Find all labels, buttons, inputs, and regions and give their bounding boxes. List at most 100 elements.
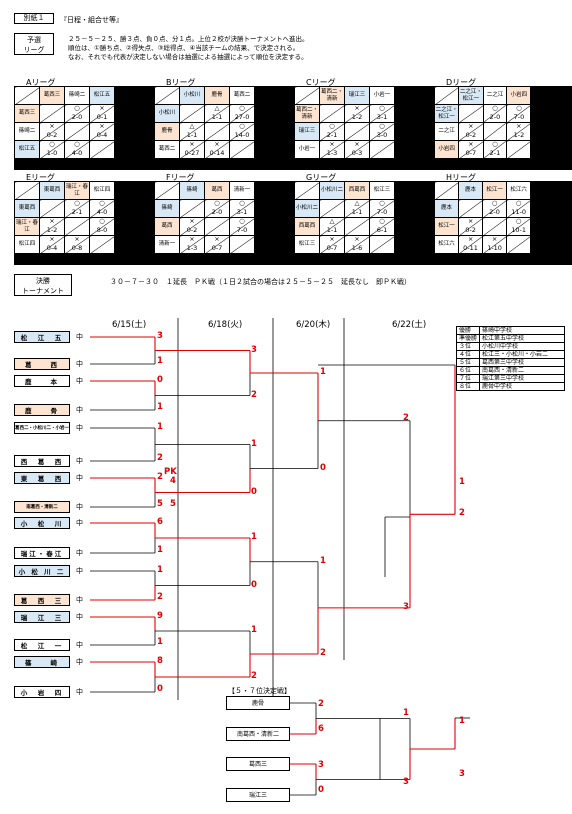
result-score: 2-0 bbox=[489, 113, 501, 121]
league-black-cell bbox=[114, 104, 158, 123]
result-symbol: ○ bbox=[239, 104, 245, 112]
result-symbol: ○ bbox=[516, 104, 522, 112]
result-symbol: × bbox=[214, 235, 220, 243]
league-row-team: 二之江・松江一 bbox=[433, 104, 460, 123]
league-col-team: 瑞江・春江 bbox=[64, 181, 90, 200]
league-black-cell bbox=[394, 122, 438, 141]
rank-place: ８位 bbox=[455, 382, 481, 391]
league-title: Dリーグ bbox=[446, 78, 477, 87]
league-result-cell: ○10-1 bbox=[506, 217, 532, 236]
result-symbol: ○ bbox=[492, 140, 498, 148]
r2-score: 1 bbox=[251, 532, 257, 542]
result-symbol: ○ bbox=[492, 104, 498, 112]
pk-label: PK bbox=[164, 467, 177, 477]
result-score: 0-1 bbox=[96, 113, 108, 121]
league-result-cell: ×0-4 bbox=[89, 122, 115, 141]
r2-score: 0 bbox=[251, 579, 257, 590]
league-corner bbox=[433, 86, 460, 105]
final-score: 1 bbox=[459, 477, 465, 487]
grade-mark: 中 bbox=[76, 474, 83, 482]
result-symbol: × bbox=[49, 235, 55, 243]
r2-score: 0 bbox=[251, 486, 257, 497]
league-black-cell bbox=[394, 140, 438, 159]
prelim-line-2: 順位は、①勝ち点、②得失点、③総得点、④当該チームの結果、で決定される。 bbox=[68, 44, 300, 52]
result-symbol: ○ bbox=[491, 199, 498, 207]
r1-score: 1 bbox=[157, 545, 163, 555]
league-self-cell bbox=[229, 235, 255, 254]
league-black-cell bbox=[530, 122, 572, 141]
result-symbol: ○ bbox=[379, 217, 385, 225]
league-title: Fリーグ bbox=[166, 173, 195, 182]
result-score: 7-0 bbox=[236, 226, 248, 234]
result-symbol: × bbox=[49, 217, 55, 225]
bracket-team: 西 葛 西 bbox=[14, 455, 70, 467]
result-score: 0-4 bbox=[46, 244, 58, 252]
result-score: 11-0 bbox=[511, 208, 526, 216]
result-score: 8-0 bbox=[96, 226, 108, 234]
result-score: 1-1 bbox=[211, 113, 223, 121]
league-result-cell: ×1-3 bbox=[319, 140, 345, 159]
result-score: 4-0 bbox=[96, 208, 108, 216]
rank-school: 鹿骨中学校 bbox=[479, 382, 566, 391]
league-result-cell: ×0-7 bbox=[458, 140, 484, 159]
league-result-cell: ○2-1 bbox=[319, 122, 345, 141]
bracket-team: 葛 西 bbox=[14, 358, 70, 370]
result-score: 3-0 bbox=[376, 131, 388, 139]
league-result-cell: △1-1 bbox=[319, 217, 345, 236]
result-symbol: ○ bbox=[214, 199, 220, 207]
league-corner bbox=[154, 86, 180, 105]
r1-score: 1 bbox=[157, 356, 163, 366]
league-result-cell: ○4-0 bbox=[64, 140, 90, 159]
date-1: 6/15(土) bbox=[112, 320, 147, 330]
league-result-cell: ○2-0 bbox=[482, 104, 508, 123]
result-score: 1-1 bbox=[186, 131, 198, 139]
league-row-team: 西葛西 bbox=[294, 217, 320, 236]
result-score: 0-3 bbox=[351, 149, 363, 157]
league-black-row bbox=[434, 158, 572, 170]
league-result-cell: ○7-0 bbox=[229, 217, 255, 236]
result-symbol: ○ bbox=[329, 122, 335, 130]
result-score: 3-1 bbox=[236, 208, 248, 216]
league-col-team: 鹿骨 bbox=[204, 86, 230, 105]
league-self-cell bbox=[344, 217, 370, 236]
league-result-cell: ○7-0 bbox=[369, 199, 395, 218]
final-rule: ３０－７－３０ １延長 ＰＫ戦（１日２試合の場合は２５－５－２５ 延長なし 即Ｐ… bbox=[110, 278, 411, 286]
grade-mark: 中 bbox=[76, 377, 83, 385]
league-result-cell: ×0-2 bbox=[458, 217, 484, 236]
result-symbol: ○ bbox=[99, 199, 105, 207]
r1-score: 2 bbox=[157, 592, 163, 602]
cl-score: 6 bbox=[318, 724, 324, 734]
tag-label: 別紙１ bbox=[23, 14, 45, 22]
pk-score: 4 bbox=[170, 476, 176, 486]
grade-mark: 中 bbox=[76, 613, 83, 621]
r1-score: 1 bbox=[157, 422, 163, 432]
result-score: 0-7 bbox=[326, 244, 338, 252]
bracket-team: 小 松 川 bbox=[14, 517, 70, 529]
league-black-cell bbox=[114, 199, 158, 218]
league-black-cell bbox=[254, 140, 298, 159]
result-symbol: × bbox=[467, 235, 474, 243]
result-score: 6-1 bbox=[376, 226, 388, 234]
r2-score: 1 bbox=[251, 438, 257, 449]
result-symbol: × bbox=[354, 140, 360, 148]
league-row-team: 篠崎 bbox=[154, 199, 180, 218]
league-self-cell bbox=[482, 217, 508, 236]
result-symbol: × bbox=[354, 235, 360, 243]
grade-mark: 中 bbox=[76, 567, 83, 575]
league-black-cell bbox=[394, 86, 438, 105]
final-score: 2 bbox=[459, 508, 465, 519]
result-score: 2-0 bbox=[211, 208, 223, 216]
cl-score: 0 bbox=[318, 785, 324, 795]
result-symbol: × bbox=[491, 235, 498, 243]
tag-box: 別紙１ bbox=[14, 13, 54, 24]
result-score: 0-7 bbox=[211, 244, 223, 252]
result-symbol: ○ bbox=[49, 140, 55, 148]
result-symbol: ○ bbox=[239, 217, 245, 225]
league-black-cell bbox=[254, 86, 298, 105]
result-symbol: ○ bbox=[379, 199, 385, 207]
result-symbol: × bbox=[467, 217, 474, 225]
league-result-cell: ○6-1 bbox=[369, 217, 395, 236]
